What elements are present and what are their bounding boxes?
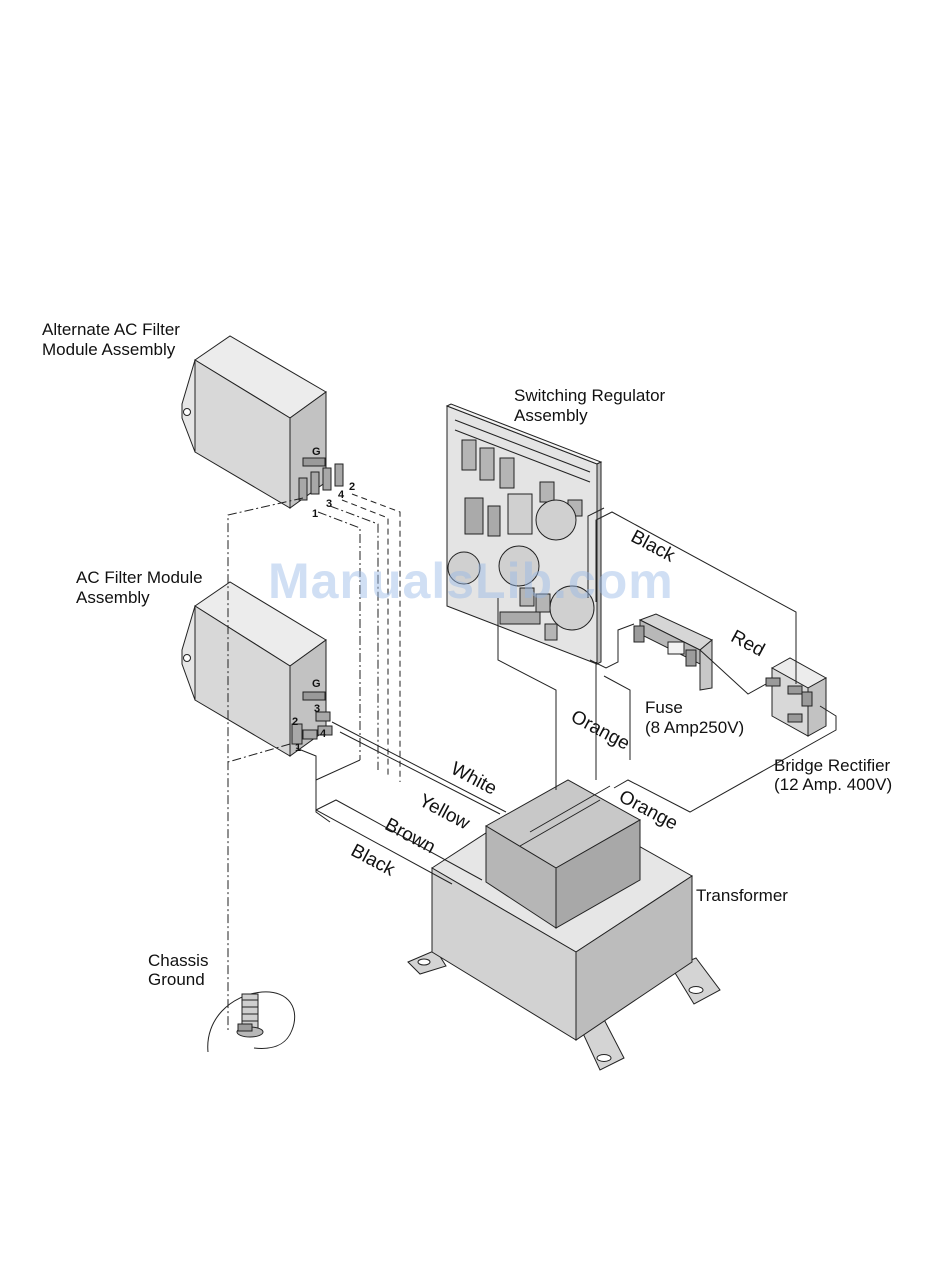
alt-pin-4: 4	[338, 489, 344, 501]
fuse-label-line1: Fuse	[645, 698, 683, 718]
alt-pin-2: 2	[349, 481, 355, 493]
alternate-filter-label-line2: Module Assembly	[42, 340, 175, 360]
main-pin-g: G	[312, 678, 321, 690]
alt-pin-3: 3	[326, 498, 332, 510]
main-pin-2: 2	[292, 716, 298, 728]
switching-regulator-board	[447, 404, 601, 664]
chassis-ground-stud	[208, 992, 295, 1052]
alternate-filter-label-line1: Alternate AC Filter	[42, 320, 180, 340]
alt-pin-g: G	[312, 446, 321, 458]
ac-filter-label-line1: AC Filter Module	[76, 568, 203, 588]
alternate-ac-filter-module	[182, 336, 343, 508]
alt-pin-1: 1	[312, 508, 318, 520]
transformer-label: Transformer	[696, 886, 788, 906]
main-pin-4: 4	[320, 728, 326, 740]
rectifier-label-line1: Bridge Rectifier	[774, 756, 890, 776]
regulator-label-line1: Switching Regulator	[514, 386, 665, 406]
main-pin-3: 3	[314, 703, 320, 715]
ac-filter-label-line2: Assembly	[76, 588, 150, 608]
fuse-label-line2: (8 Amp250V)	[645, 718, 744, 738]
watermark: ManualsLib.com	[268, 552, 674, 610]
chassis-ground-label-line1: Chassis	[148, 951, 208, 971]
chassis-ground-label-line2: Ground	[148, 970, 205, 990]
fuse	[634, 614, 712, 690]
main-pin-1: 1	[295, 742, 301, 754]
regulator-label-line2: Assembly	[514, 406, 588, 426]
rectifier-label-line2: (12 Amp. 400V)	[774, 775, 892, 795]
